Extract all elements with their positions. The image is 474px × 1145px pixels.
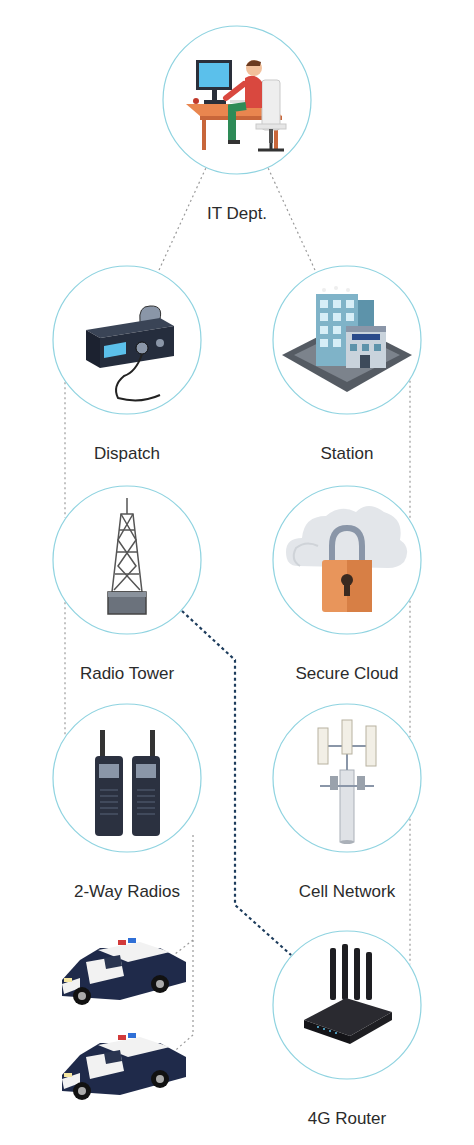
node-label: Cell Network <box>247 882 447 902</box>
circle-node: Cell Network <box>267 703 427 903</box>
circle-node: 4G Router <box>267 930 427 1130</box>
circle-outline <box>272 703 422 853</box>
dotted-connector <box>64 382 65 518</box>
dotted-connector <box>158 168 206 272</box>
circle-node: Radio Tower <box>47 485 207 685</box>
circle-node: Dispatch <box>47 265 207 465</box>
circle-node: IT Dept. <box>157 25 317 225</box>
circle-outline <box>162 25 312 175</box>
node-label: Station <box>247 444 447 464</box>
node-label: 4G Router <box>247 1109 447 1129</box>
circle-node: Secure Cloud <box>267 485 427 685</box>
circle-node: 2-Way Radios <box>47 703 207 903</box>
dotted-connector <box>409 819 410 965</box>
circle-outline <box>52 703 202 853</box>
circle-outline <box>272 930 422 1080</box>
node-label: IT Dept. <box>137 204 337 224</box>
circle-outline <box>52 265 202 415</box>
dotted-connector <box>268 168 316 272</box>
circle-outline <box>52 485 202 635</box>
circle-outline <box>272 265 422 415</box>
car-link-line <box>170 835 193 1055</box>
police-car-icon <box>62 938 186 1005</box>
node-label: Secure Cloud <box>247 664 447 684</box>
circle-node: Station <box>267 265 427 465</box>
node-label: Radio Tower <box>27 664 227 684</box>
dotted-connector <box>409 381 410 520</box>
node-label: Dispatch <box>27 444 227 464</box>
dotted-connector <box>409 601 410 738</box>
circle-outline <box>272 485 422 635</box>
dotted-connector <box>64 602 65 736</box>
node-label: 2-Way Radios <box>27 882 227 902</box>
police-car-icon <box>62 1033 186 1100</box>
